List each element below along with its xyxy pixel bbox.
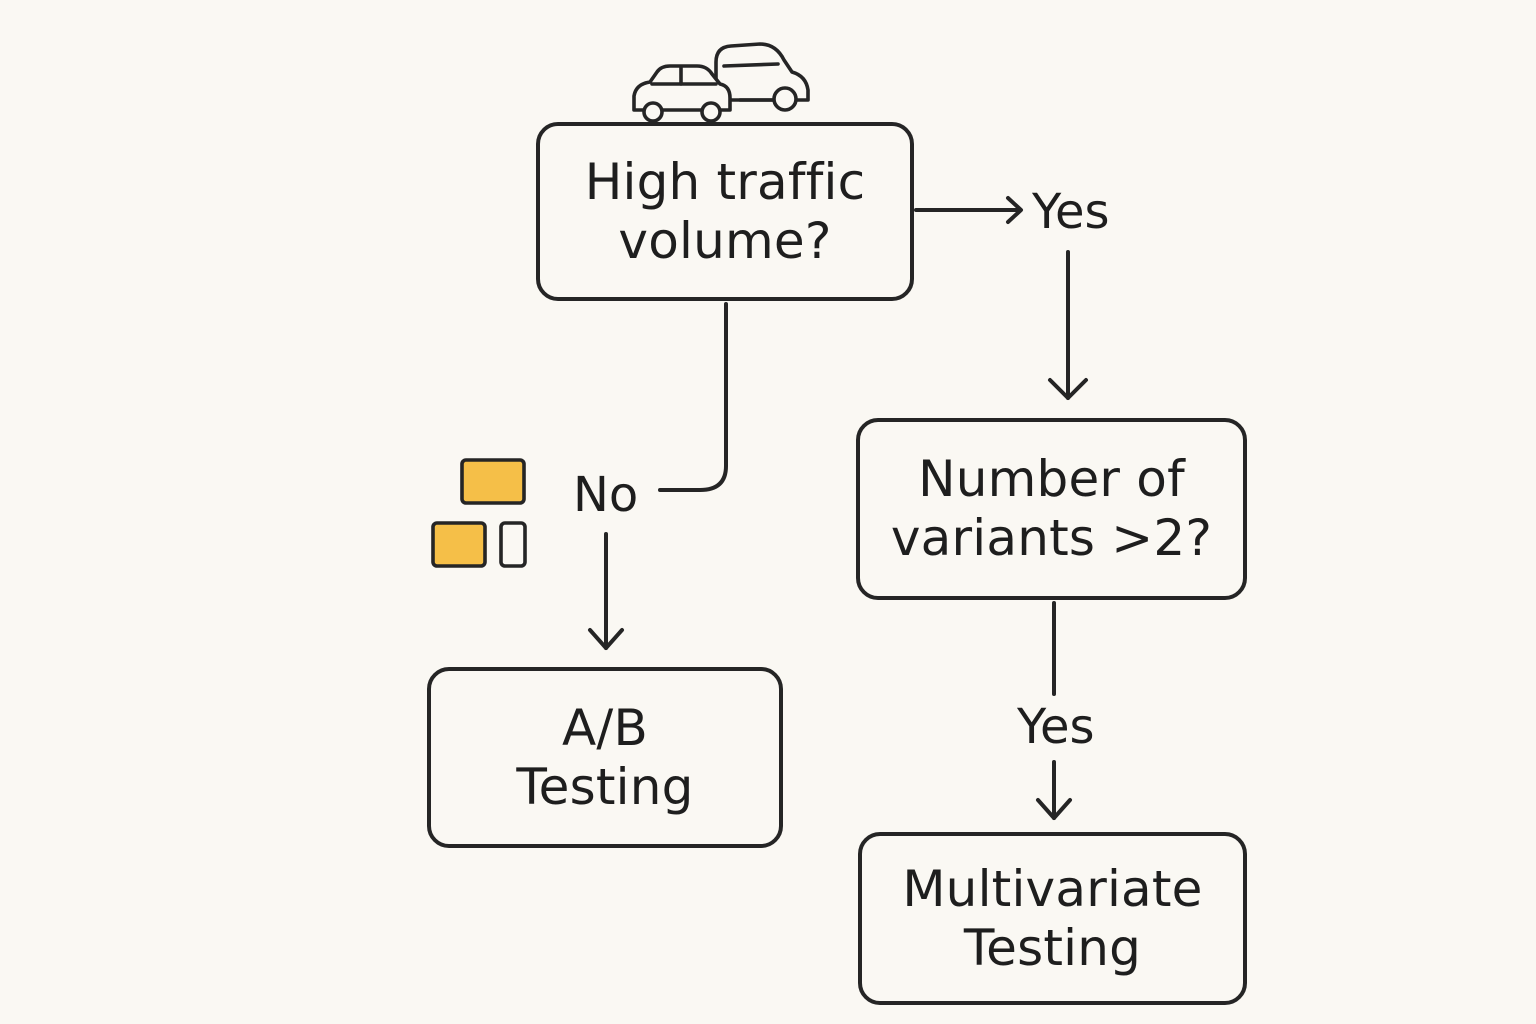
edge-label-yes: Yes <box>1032 184 1110 240</box>
edge-label-no: No <box>573 467 639 523</box>
edge-yes-multivariate-arrowhead <box>1036 798 1072 820</box>
node-line: High traffic <box>584 152 866 211</box>
edge-no-ab-arrowhead <box>588 628 624 650</box>
node-line: A/B <box>562 698 648 757</box>
outcome-multivariate-testing: Multivariate Testing <box>858 832 1247 1005</box>
node-line: Multivariate <box>902 859 1203 918</box>
node-line: volume? <box>618 211 832 270</box>
outcome-ab-testing: A/B Testing <box>427 667 783 848</box>
cars-icon <box>632 42 810 123</box>
blocks-icon <box>431 458 527 568</box>
node-line: variants >2? <box>890 509 1213 567</box>
decision-variants: Number of variants >2? <box>856 418 1247 600</box>
node-line: Testing <box>516 757 694 816</box>
edge-start-no-line <box>658 302 728 492</box>
edge-start-yes-arrowhead <box>1006 196 1023 224</box>
edge-yes-variants-arrowhead <box>1048 378 1088 400</box>
node-line: Number of <box>918 450 1185 508</box>
edge-label-yes: Yes <box>1017 699 1095 755</box>
node-line: Testing <box>963 918 1142 977</box>
decision-high-traffic: High traffic volume? <box>536 122 914 301</box>
